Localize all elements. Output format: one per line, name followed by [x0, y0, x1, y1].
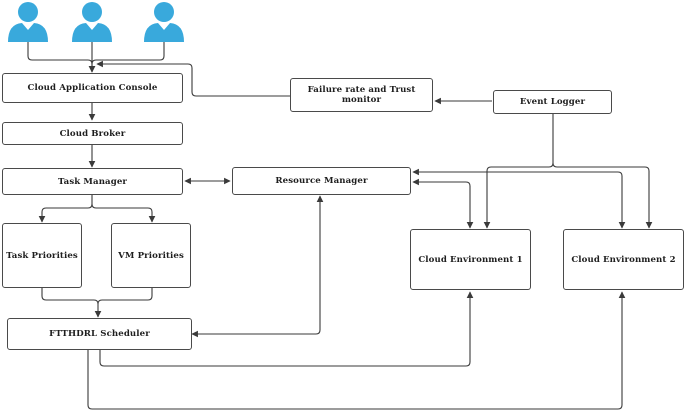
connector-failuremonitor-console [96, 60, 290, 97]
connector-resourcemanager-cloudenv1 [412, 178, 474, 229]
failure-rate-trust-monitor-node: Failure rate and Trust monitor [290, 78, 433, 112]
connector-taskmanager-vmpriorities [91, 203, 156, 223]
ftthdrl-scheduler-node: FTTHDRL Scheduler [7, 318, 192, 350]
cloud-environment-1-node: Cloud Environment 1 [410, 229, 531, 290]
cloud-environment-2-node: Cloud Environment 2 [563, 229, 684, 290]
task-priorities-node: Task Priorities [2, 223, 82, 288]
connector-resourcemanager-cloudenv2 [412, 168, 626, 229]
resource-manager-node: Resource Manager [232, 167, 411, 195]
vm-priorities-node: VM Priorities [111, 223, 191, 288]
connector-eventlogger-cloudenv2 [552, 162, 653, 229]
connector-user3-console [91, 40, 165, 65]
cloud-broker-node: Cloud Broker [2, 122, 183, 145]
connector-vmpriorities-scheduler [97, 288, 153, 305]
task-manager-node: Task Manager [2, 168, 183, 195]
cloud-application-console-node: Cloud Application Console [2, 73, 183, 103]
connector-user1-console [27, 40, 96, 73]
user-icon [70, 0, 114, 44]
connector-taskpriorities-scheduler [41, 288, 102, 318]
user-icon [142, 0, 186, 44]
user-icon [6, 0, 50, 44]
connector-scheduler-resourcemanager [191, 195, 324, 338]
connector-scheduler-cloudenv2 [87, 291, 626, 410]
connector-scheduler-cloudenv1 [99, 291, 474, 367]
connector-eventlogger-cloudenvs [483, 114, 554, 229]
connector-taskmanager-taskpriorities [38, 195, 93, 223]
event-logger-node: Event Logger [493, 90, 612, 114]
